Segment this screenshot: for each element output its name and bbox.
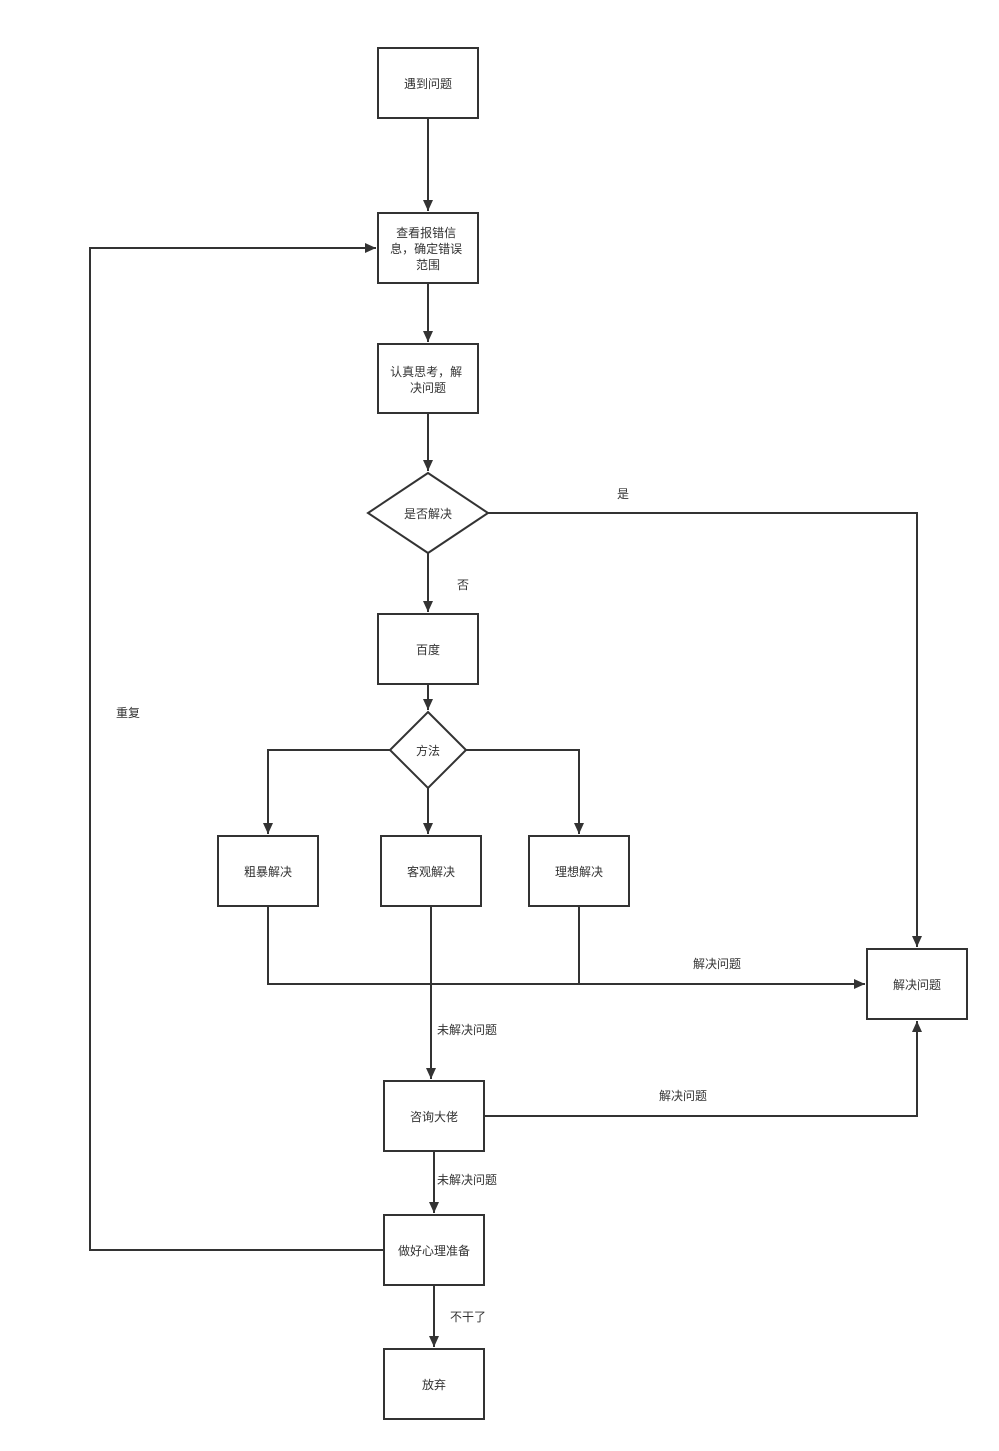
svg-text:是否解决: 是否解决	[404, 507, 452, 521]
node-consult: 咨询大佬	[383, 1080, 485, 1152]
node-check-error-line-3: 范围	[416, 258, 440, 272]
svg-text:理想解决: 理想解决	[555, 864, 603, 879]
node-ideal: 理想解决	[528, 835, 630, 907]
svg-text:遇到问题: 遇到问题	[404, 77, 452, 91]
node-think-line-1: 认真思考，解	[390, 365, 462, 379]
node-objective: 客观解决	[380, 835, 482, 907]
svg-text:认真思考，解 决问题: 认真思考，解 决问题	[390, 365, 466, 395]
node-giveup: 放弃	[383, 1348, 485, 1420]
node-solved-decision-label: 是否解决	[404, 507, 452, 521]
node-rough-label: 粗暴解决	[244, 865, 292, 879]
label-yes: 是	[617, 487, 629, 501]
label-no: 否	[457, 578, 469, 592]
node-check-error-line-1: 查看报错信	[396, 225, 456, 240]
node-start: 遇到问题	[377, 47, 479, 119]
label-unsolved-method: 未解决问题	[437, 1023, 497, 1037]
label-solved-consult: 解决问题	[659, 1089, 707, 1103]
node-prepare: 做好心理准备	[383, 1214, 485, 1286]
svg-text:方法: 方法	[416, 743, 440, 758]
label-quit: 不干了	[450, 1310, 486, 1324]
edge-labels: 是 否 重复 解决问题 未解决问题 解决问题 未解决问题 不干了	[116, 487, 741, 1324]
node-check-error: 查看报错信 息，确定错误 范围	[377, 212, 479, 284]
edges	[89, 118, 922, 1347]
svg-text:咨询大佬: 咨询大佬	[410, 1109, 458, 1124]
node-rough: 粗暴解决	[217, 835, 319, 907]
edge-method-to-ideal	[466, 749, 584, 834]
svg-text:百度: 百度	[416, 642, 440, 657]
edge-method-to-rough	[263, 749, 390, 834]
edge-repeat-loop	[89, 243, 384, 1251]
svg-text:做好心理准备: 做好心理准备	[398, 1243, 470, 1258]
svg-text:粗暴解决: 粗暴解决	[244, 865, 292, 879]
node-objective-label: 客观解决	[407, 864, 455, 879]
node-start-label: 遇到问题	[404, 77, 452, 91]
svg-text:客观解决: 客观解决	[407, 864, 455, 879]
node-giveup-label: 放弃	[422, 1377, 446, 1392]
node-method-label: 方法	[416, 743, 440, 758]
node-consult-label: 咨询大佬	[410, 1109, 458, 1124]
label-unsolved-consult: 未解决问题	[437, 1173, 497, 1187]
node-prepare-label: 做好心理准备	[398, 1243, 470, 1258]
node-method: 方法	[388, 710, 468, 790]
node-think-line-2: 决问题	[410, 381, 446, 395]
svg-text:查看报错信 息，确定错误 范围: 查看报错信 息，确定错误 范围	[390, 225, 466, 272]
edge-rough-to-resolved	[267, 906, 865, 989]
node-solved-decision: 是否解决	[366, 471, 490, 555]
node-ideal-label: 理想解决	[555, 864, 603, 879]
node-resolved: 解决问题	[866, 948, 968, 1020]
node-check-error-line-2: 息，确定错误	[390, 241, 462, 256]
edge-consult-to-resolved	[484, 1021, 922, 1117]
node-resolved-label: 解决问题	[893, 978, 941, 992]
label-solved-method: 解决问题	[693, 957, 741, 971]
svg-text:放弃: 放弃	[422, 1377, 446, 1392]
node-baidu: 百度	[377, 613, 479, 685]
node-think: 认真思考，解 决问题	[377, 343, 479, 414]
label-repeat: 重复	[116, 706, 140, 720]
node-baidu-label: 百度	[416, 642, 440, 657]
svg-text:解决问题: 解决问题	[893, 978, 941, 992]
edge-decision-yes	[488, 512, 922, 947]
